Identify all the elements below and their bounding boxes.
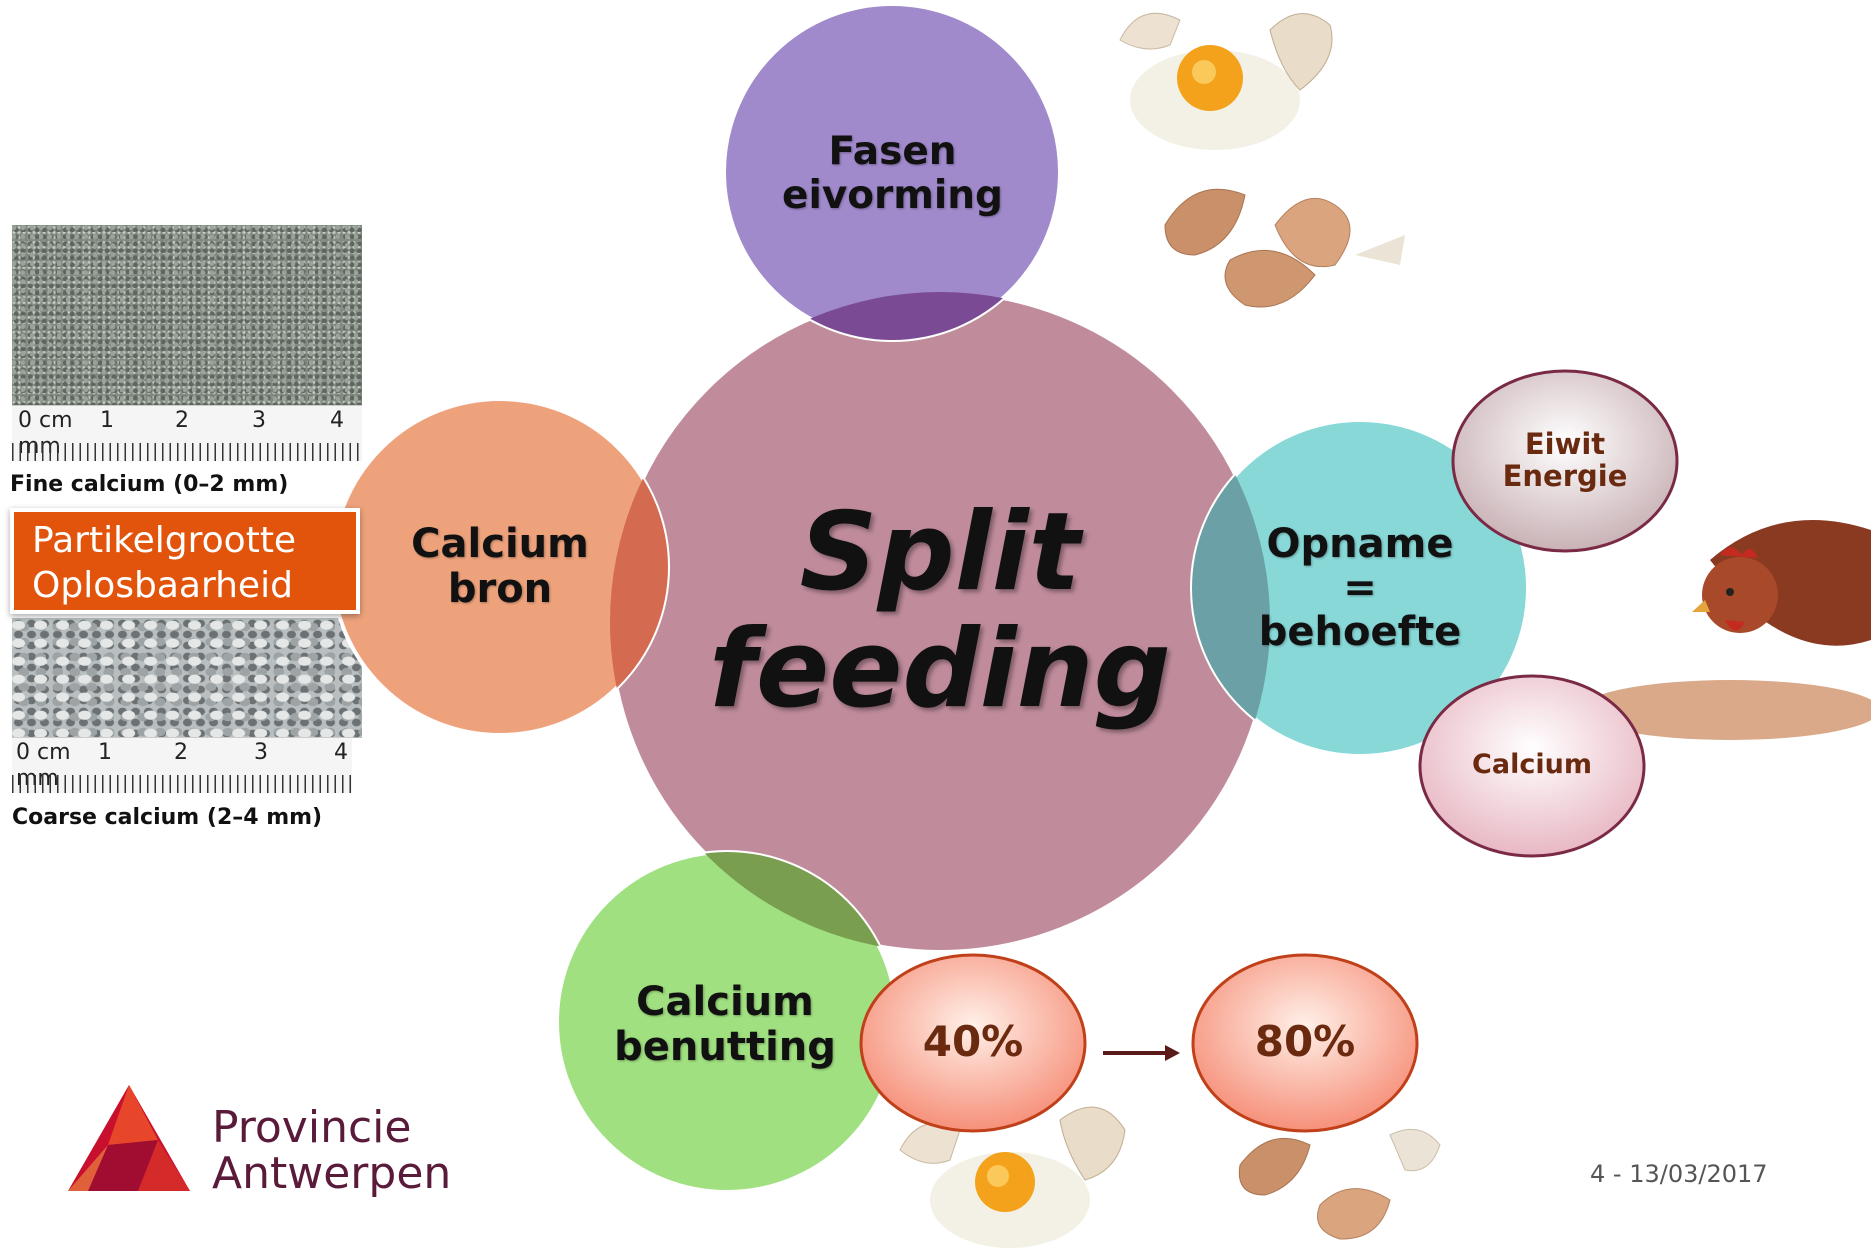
eiwit-energie-label: Eiwit Energie bbox=[1470, 428, 1660, 493]
arrow-icon bbox=[1103, 1045, 1180, 1061]
pct-to-label: 80% bbox=[1205, 1018, 1405, 1065]
particle-size-line1: Partikelgrootte bbox=[32, 518, 356, 563]
top-node-line2: eivorming bbox=[745, 174, 1040, 218]
logo-line2: Antwerpen bbox=[212, 1151, 451, 1197]
page-footer: 4 - 13/03/2017 bbox=[1590, 1160, 1768, 1188]
center-title-line1: Split bbox=[640, 495, 1240, 612]
provincie-antwerpen-logo-icon bbox=[68, 1085, 190, 1191]
particle-size-line2: Oplosbaarheid bbox=[32, 563, 356, 608]
right-node-line3: behoefte bbox=[1210, 610, 1510, 654]
right-node-line2: = bbox=[1210, 566, 1510, 610]
bottom-node-line2: benutting bbox=[575, 1025, 875, 1070]
bottom-node-line1: Calcium bbox=[575, 980, 875, 1025]
left-node-line2: bron bbox=[350, 567, 650, 612]
logo-line1: Provincie bbox=[212, 1105, 451, 1151]
particle-size-label: Partikelgrootte Oplosbaarheid bbox=[10, 508, 360, 614]
energie-line: Energie bbox=[1470, 460, 1660, 492]
right-node-label: Opname = behoefte bbox=[1210, 522, 1510, 654]
logo-text: Provincie Antwerpen bbox=[212, 1105, 451, 1197]
bottom-node-label: Calcium benutting bbox=[575, 980, 875, 1070]
pct-from-label: 40% bbox=[873, 1018, 1073, 1065]
eiwit-line: Eiwit bbox=[1470, 428, 1660, 460]
top-node-label: Fasen eivorming bbox=[745, 130, 1040, 217]
calcium-sub-label: Calcium bbox=[1432, 750, 1632, 780]
center-title-line2: feeding bbox=[640, 612, 1240, 729]
left-node-label: Calcium bron bbox=[350, 522, 650, 612]
left-node-line1: Calcium bbox=[350, 522, 650, 567]
center-title: Split feeding bbox=[640, 495, 1240, 728]
top-node-line1: Fasen bbox=[745, 130, 1040, 174]
right-node-line1: Opname bbox=[1210, 522, 1510, 566]
